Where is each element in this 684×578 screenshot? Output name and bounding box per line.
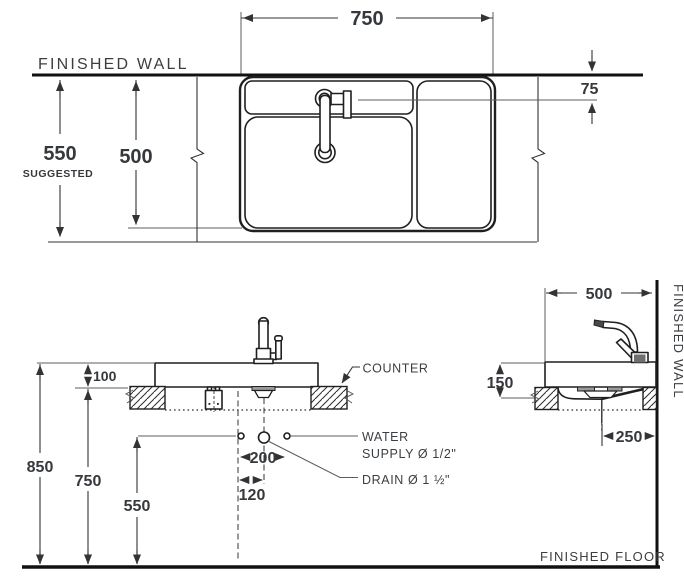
water-supply-point-left bbox=[237, 432, 245, 440]
dim-200-value: 200 bbox=[250, 450, 277, 467]
break-mark bbox=[344, 389, 355, 404]
finished-floor-label: FINISHED FLOOR bbox=[540, 549, 666, 564]
side-dim-depth: 500 bbox=[544, 286, 652, 361]
drainboard-bowl bbox=[416, 80, 492, 229]
faucet-plan bbox=[314, 88, 352, 164]
water-supply-label-line2: SUPPLY Ø 1/2" bbox=[362, 447, 456, 461]
dim-offset-value: 75 bbox=[581, 81, 599, 98]
counter-section-left bbox=[129, 385, 166, 410]
dim-850-value: 850 bbox=[27, 459, 54, 476]
trap-dot bbox=[217, 403, 219, 405]
counter-section-right bbox=[310, 385, 348, 410]
dim-depth-value: 500 bbox=[119, 146, 152, 168]
waste-trap bbox=[204, 386, 223, 412]
drain-point bbox=[257, 431, 271, 444]
counter-section-left bbox=[534, 386, 559, 411]
dim-500-value: 500 bbox=[586, 286, 613, 303]
drain-outlet-front bbox=[251, 386, 276, 399]
break-mark bbox=[124, 389, 135, 404]
dim-150-value: 150 bbox=[487, 375, 514, 392]
front-dim-rim-height: 100 bbox=[84, 364, 117, 387]
side-dim-drain-to-wall: 250 bbox=[601, 424, 655, 446]
front-dim-750: 750 bbox=[75, 389, 102, 565]
faucet-body bbox=[255, 347, 272, 361]
counter-section-right bbox=[642, 386, 658, 411]
dim-100-value: 100 bbox=[93, 368, 117, 384]
plan-dim-sink-depth: 500 bbox=[119, 80, 242, 229]
plan-dim-faucet-offset: 75 bbox=[581, 50, 599, 124]
front-dim-550: 550 bbox=[124, 437, 151, 565]
sink-rim-front bbox=[154, 362, 319, 388]
plan-dim-width: 750 bbox=[240, 8, 494, 76]
drain-leader bbox=[267, 440, 358, 478]
sink-rim-side bbox=[544, 361, 657, 388]
water-supply-label-line1: WATER bbox=[362, 430, 409, 444]
faucet-body-shade bbox=[634, 354, 646, 363]
front-view: 100 850 750 550 bbox=[27, 316, 456, 565]
bowl-profile bbox=[557, 386, 644, 400]
counter-leader bbox=[341, 366, 360, 384]
handle-stem bbox=[274, 338, 282, 360]
water-supply-point-right bbox=[283, 432, 291, 440]
side-view: 500 FINISHED WALL 150 bbox=[22, 280, 684, 569]
break-mark bbox=[529, 390, 541, 404]
bowl-section-side bbox=[557, 386, 644, 431]
plan-view: 750 FINISHED WALL 550 SUGGESTED 500 bbox=[23, 8, 643, 243]
spout-tip bbox=[593, 319, 605, 329]
drain-label: DRAIN Ø 1 ½" bbox=[362, 473, 450, 487]
handle-lever bbox=[342, 90, 352, 119]
sink-plan bbox=[238, 75, 497, 233]
trap-dot bbox=[208, 403, 211, 405]
finished-wall-label: FINISHED WALL bbox=[38, 56, 189, 73]
handle-knob bbox=[273, 334, 283, 342]
spout-column bbox=[258, 320, 269, 350]
dim-suggested-value: 550 bbox=[43, 143, 76, 165]
faucet-side bbox=[593, 319, 649, 364]
faucet-flange bbox=[253, 358, 274, 365]
break-line-right bbox=[530, 77, 546, 242]
faucet-front bbox=[253, 316, 283, 365]
sink-outline bbox=[238, 75, 497, 233]
drain-tail bbox=[253, 389, 274, 399]
break-line-left bbox=[189, 77, 205, 242]
drain-body bbox=[582, 390, 619, 399]
spout-arm bbox=[319, 94, 331, 154]
dim-750-value: 750 bbox=[75, 473, 102, 490]
finished-wall-side-label: FINISHED WALL bbox=[671, 284, 684, 399]
front-dim-850: 850 bbox=[27, 364, 54, 565]
dim-120-value: 120 bbox=[239, 487, 266, 504]
side-dim-basin-depth: 150 bbox=[487, 362, 544, 399]
dim-width-value: 750 bbox=[350, 8, 383, 30]
suggested-note: SUGGESTED bbox=[23, 168, 93, 180]
front-dim-120: 120 bbox=[239, 476, 266, 504]
plan-dim-suggested-depth: 550 SUGGESTED bbox=[23, 80, 93, 237]
front-dim-200: 200 bbox=[240, 450, 285, 467]
counter-label: COUNTER bbox=[363, 362, 429, 376]
dim-250-value: 250 bbox=[616, 429, 643, 446]
dim-550-value: 550 bbox=[124, 498, 151, 515]
